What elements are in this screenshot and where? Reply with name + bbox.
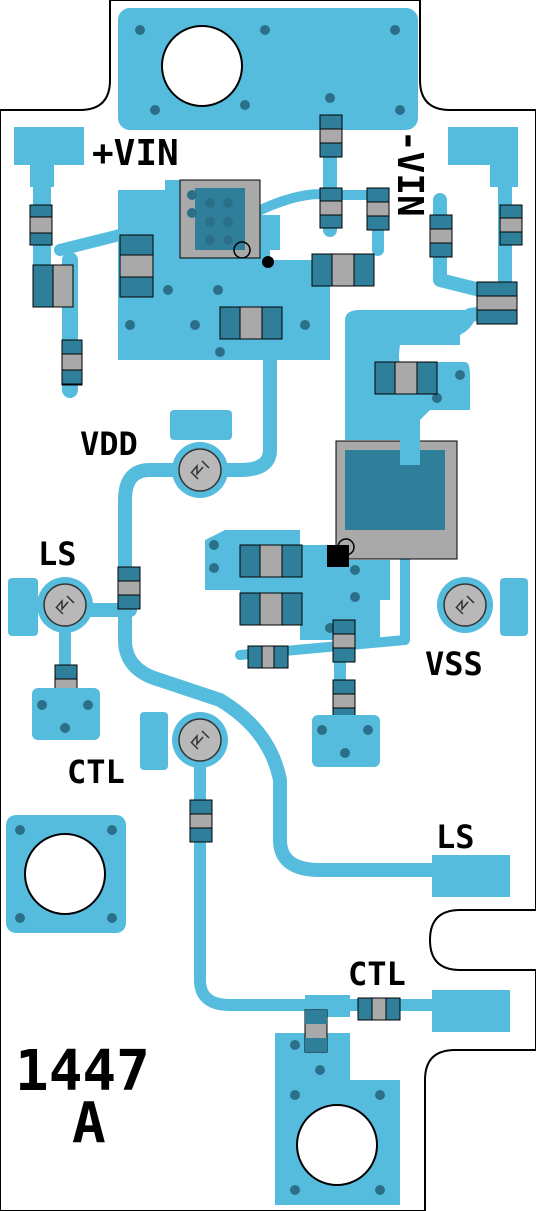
vdd-label: VDD (80, 425, 138, 463)
test-point-icon[interactable] (171, 711, 229, 769)
bottom-mount-pad (275, 1009, 400, 1205)
ground-pads (8, 410, 528, 770)
vin-pos-label: +VIN (92, 133, 179, 174)
ls-right-label: LS (436, 818, 475, 856)
vss-label: VSS (425, 645, 483, 683)
ctl-right-label: CTL (348, 955, 406, 993)
vin-neg-label: -VIN (389, 130, 430, 217)
left-mount-pad (6, 815, 126, 933)
ctl-left-label: CTL (67, 753, 125, 791)
ic-components (54, 361, 438, 1021)
test-point-icon[interactable] (436, 576, 494, 634)
ic-area (205, 310, 475, 640)
components (29, 114, 523, 386)
board-id-revision: A (72, 1091, 106, 1156)
ls-left-label: LS (38, 535, 77, 573)
vin-neg-pad (448, 127, 518, 187)
vin-pos-pad (14, 127, 84, 187)
board-id-number: 1447 (15, 1039, 150, 1104)
test-point-icon[interactable] (171, 441, 229, 499)
top-connector-pad (118, 8, 418, 130)
test-point-icon[interactable] (36, 576, 94, 634)
ctl-input-pad (432, 990, 510, 1032)
ls-output-pad (432, 855, 510, 897)
